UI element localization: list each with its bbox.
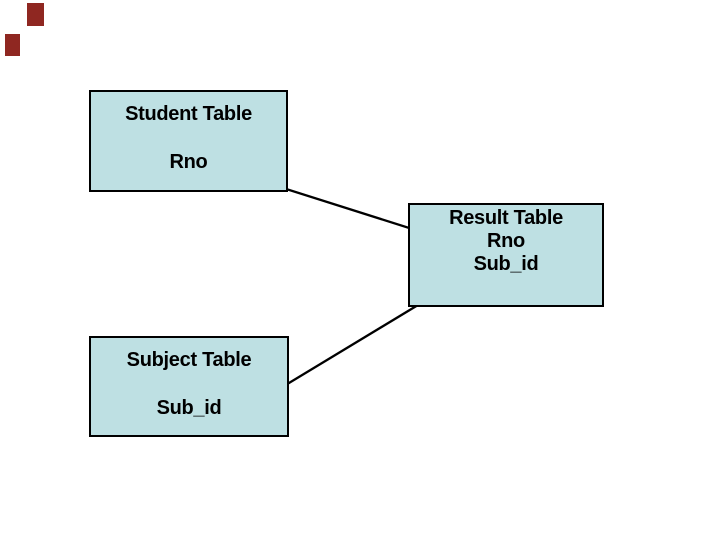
- result-table-box: Result Table Rno Sub_id: [408, 203, 604, 307]
- student-table-field-rno: Rno: [169, 151, 208, 173]
- subject-table-box: Subject Table Sub_id: [89, 336, 289, 437]
- student-table-title: Student Table: [125, 103, 252, 125]
- student-table-box: Student Table Rno: [89, 90, 288, 192]
- subject-table-title: Subject Table: [126, 349, 252, 371]
- subject-table-field-subid: Sub_id: [156, 397, 222, 419]
- slide-accent-shape-left: [5, 34, 20, 56]
- result-table-title: Result Table: [449, 207, 563, 229]
- result-table-field-rno: Rno: [487, 230, 525, 252]
- result-table-field-subid: Sub_id: [473, 253, 539, 275]
- slide-accent-shape-top: [27, 3, 44, 26]
